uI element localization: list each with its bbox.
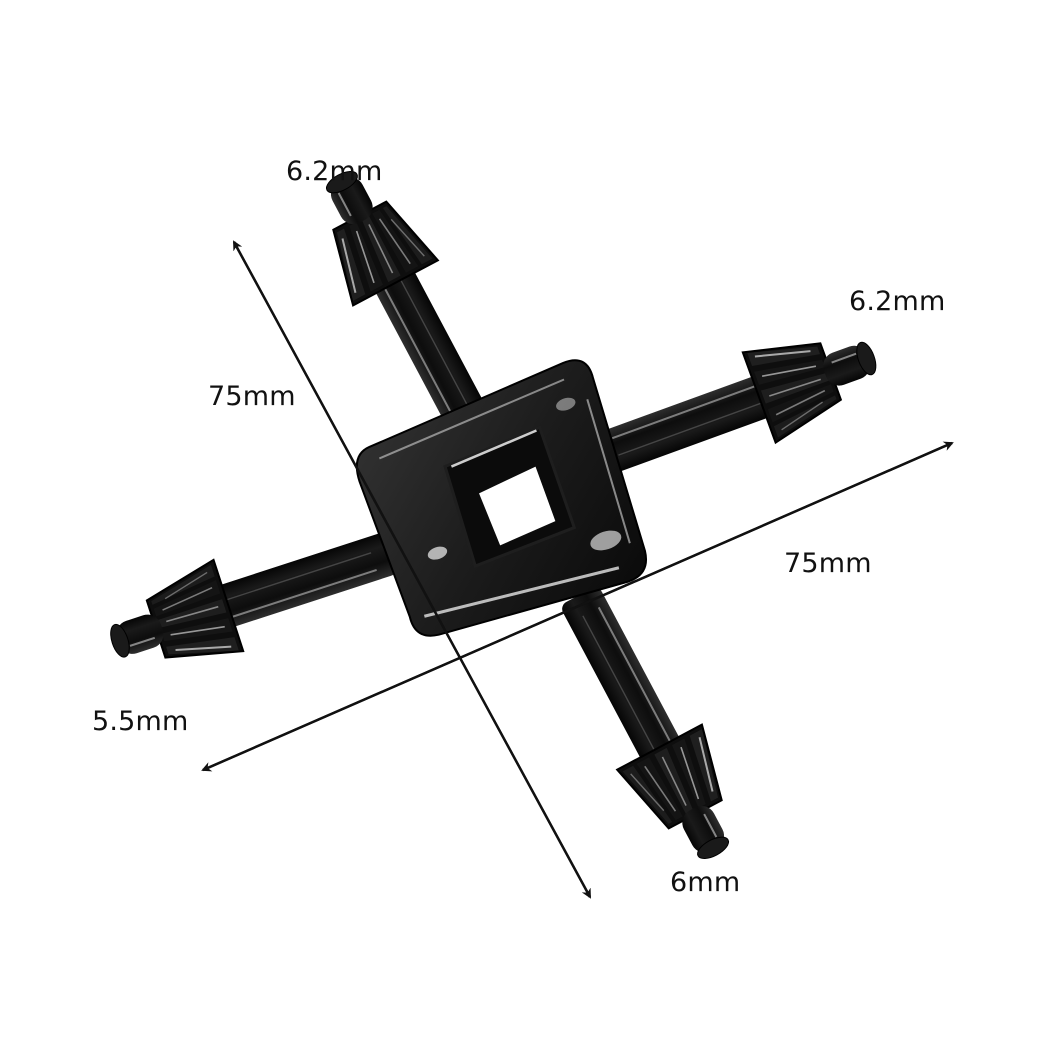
label-right-tip-diameter: 6.2mm <box>849 286 946 317</box>
key-body <box>355 359 647 637</box>
arm-bottom <box>536 573 759 878</box>
dimension-lines <box>201 240 954 899</box>
label-left-tip-diameter: 5.5mm <box>92 706 189 737</box>
label-length-diagonal-2: 75mm <box>784 548 872 579</box>
label-length-diagonal-1: 75mm <box>208 381 296 412</box>
chuck-key <box>98 153 891 878</box>
label-top-tip-diameter: 6.2mm <box>286 156 383 187</box>
label-bottom-tip-diameter: 6mm <box>670 867 741 898</box>
arm-right <box>581 311 890 502</box>
arm-left <box>98 507 407 689</box>
